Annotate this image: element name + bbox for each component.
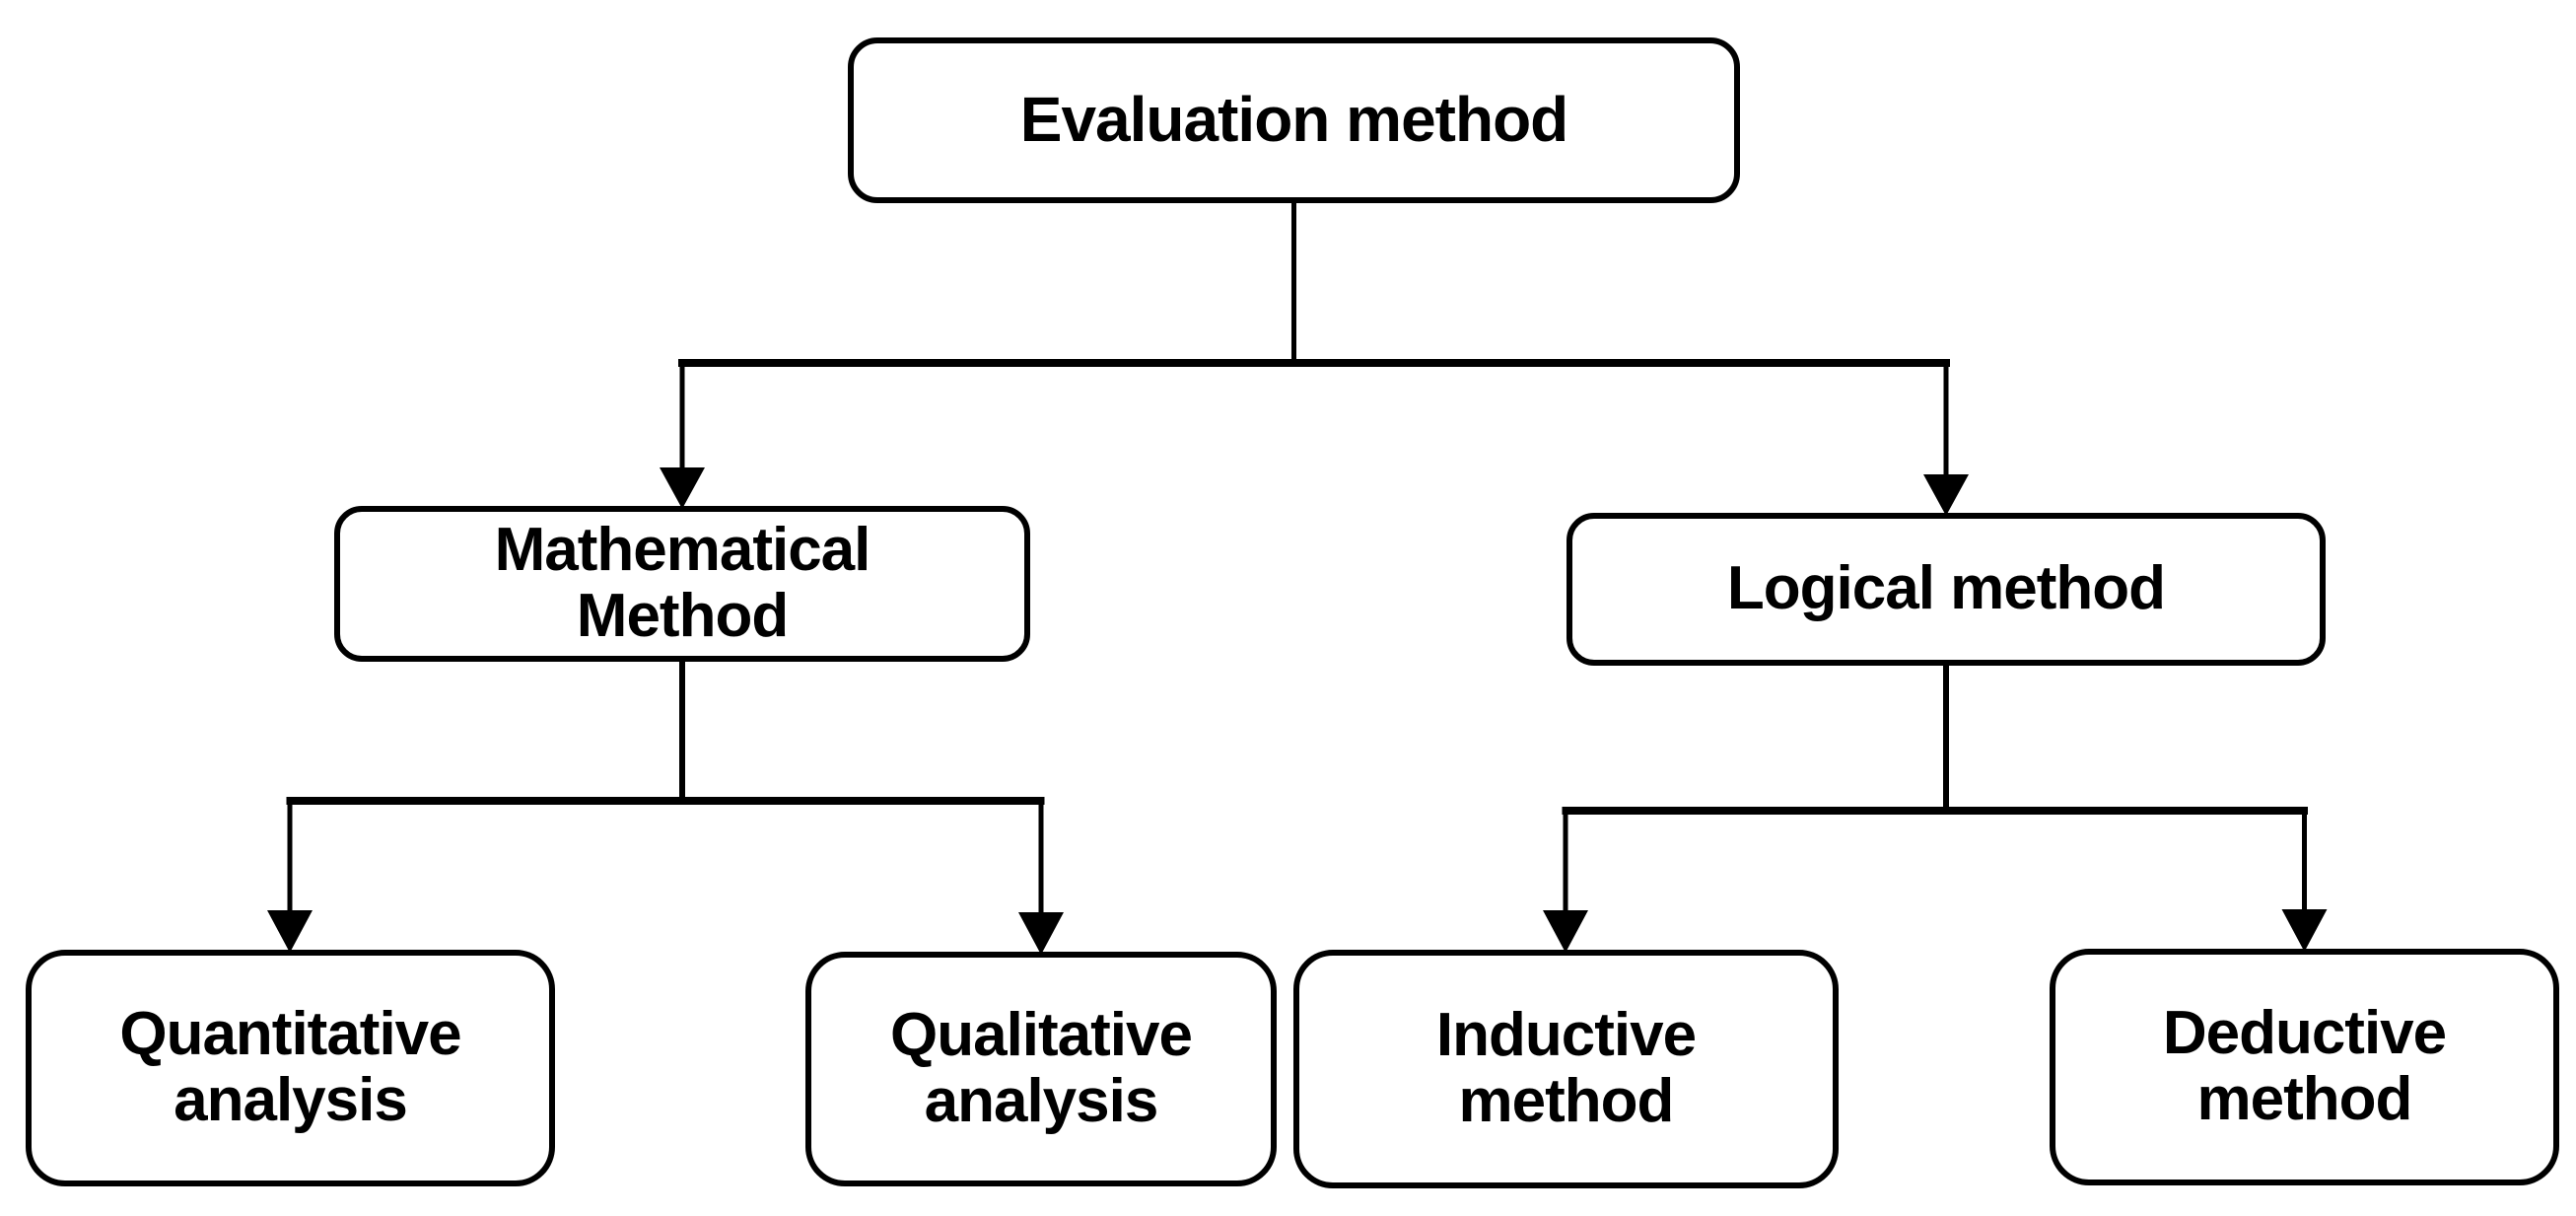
node-deductive-method: Deductive method [2050, 949, 2559, 1185]
node-mathematical-method: Mathematical Method [334, 506, 1030, 662]
arrowhead-mathematical [660, 467, 705, 509]
node-inductive-method-label: Inductive method [1435, 1001, 1697, 1135]
node-logical-method: Logical method [1566, 513, 2326, 666]
node-evaluation-method-label: Evaluation method [1019, 84, 1568, 156]
node-logical-method-label: Logical method [1726, 554, 2166, 623]
arrowhead-qualitative [1018, 912, 1064, 955]
arrowhead-deductive [2281, 909, 2328, 952]
arrowhead-inductive [1543, 910, 1588, 953]
node-quantitative-analysis: Quantitative analysis [26, 950, 555, 1186]
node-inductive-method: Inductive method [1293, 950, 1839, 1188]
arrowhead-logical [1923, 474, 1969, 516]
node-evaluation-method: Evaluation method [848, 37, 1740, 203]
node-qualitative-analysis-label: Qualitative analysis [890, 1001, 1193, 1135]
node-deductive-method-label: Deductive method [2162, 999, 2447, 1133]
arrowhead-quantitative [267, 910, 313, 953]
node-quantitative-analysis-label: Quantitative analysis [119, 1000, 461, 1134]
node-mathematical-method-label: Mathematical Method [494, 516, 871, 650]
node-qualitative-analysis: Qualitative analysis [805, 952, 1277, 1186]
